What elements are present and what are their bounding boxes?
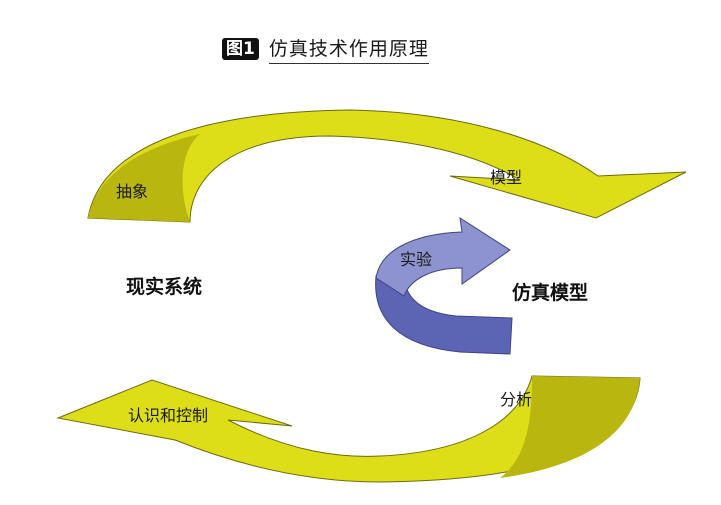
real-system-label: 现实系统	[126, 276, 203, 298]
experiment-arrow	[375, 216, 513, 355]
figure-heading: 图1 仿真技术作用原理	[222, 34, 429, 64]
bottom-arrow	[56, 375, 641, 483]
bottom-arrow-shade	[500, 376, 640, 478]
recognition-control-label: 认识和控制	[128, 406, 209, 425]
figure-title: 仿真技术作用原理	[268, 34, 429, 64]
model-label: 模型	[490, 168, 523, 187]
abstraction-label: 抽象	[116, 182, 149, 201]
figure-number-badge: 图1	[222, 38, 259, 60]
simulation-model-label: 仿真模型	[512, 282, 589, 304]
analysis-label: 分析	[500, 390, 533, 409]
experiment-arrow-upper	[375, 216, 511, 297]
top-arrow-shade	[88, 134, 200, 222]
top-arrow-body	[87, 109, 687, 223]
top-arrow	[87, 109, 687, 223]
experiment-label: 实验	[400, 250, 433, 269]
